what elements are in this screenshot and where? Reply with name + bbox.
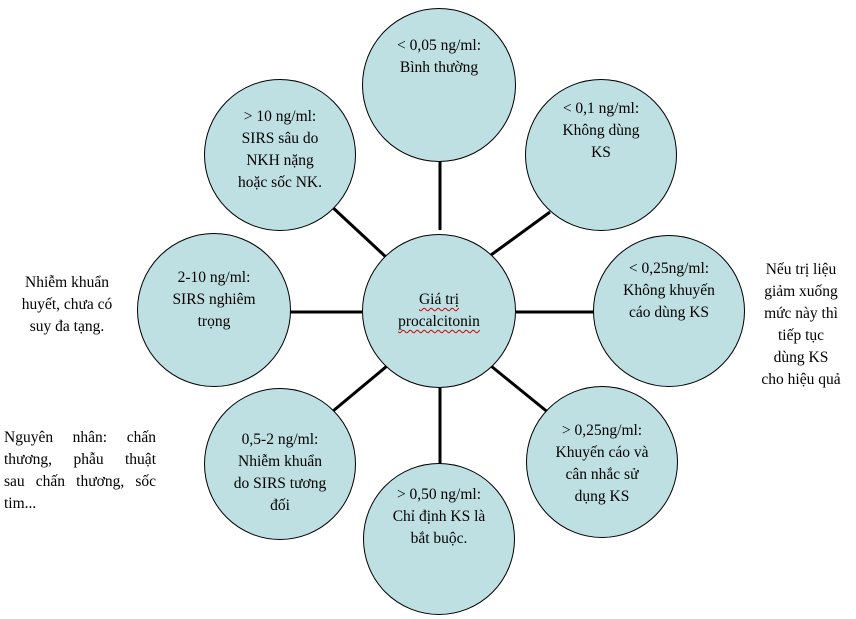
note-left-upper-line3: suy đa tạng. xyxy=(29,318,105,335)
connector-bottom-right xyxy=(490,364,556,420)
note-left-lower-line2: thương, phẫu thuật xyxy=(4,451,156,468)
center-label-line1: Giá trị xyxy=(418,291,460,308)
node-top-left-line4: hoặc sốc NK. xyxy=(238,174,322,191)
node-top-right-line3: KS xyxy=(591,144,611,161)
note-left-upper: Nhiễm khuẩn huyết, chưa có suy đa tạng. xyxy=(2,272,132,338)
node-top-left-line3: NKH nặng xyxy=(246,152,314,169)
node-right-line2: Không khuyến xyxy=(623,282,715,299)
note-left-upper-line1: Nhiễm khuẩn xyxy=(25,274,109,291)
center-label-line2: procalcitonin xyxy=(398,313,480,330)
node-right-line3: cáo dùng KS xyxy=(628,304,710,321)
note-left-lower: Nguyên nhân: chấn thương, phẫu thuật sau… xyxy=(4,427,156,515)
note-right: Nếu trị liệu giảm xuống mức này thì tiếp… xyxy=(748,259,854,391)
node-bottom-right-line4: dụng KS xyxy=(574,488,630,505)
node-top: < 0,05 ng/ml: Bình thường xyxy=(362,8,516,162)
note-left-lower-line3: sau chấn thương, sốc xyxy=(4,473,156,490)
node-top-right-line1: < 0,1 ng/ml: xyxy=(562,100,640,117)
note-right-line6: cho hiệu quả xyxy=(761,371,841,388)
node-top-right-line2: Không dùng xyxy=(562,122,640,139)
node-left-line1: 2-10 ng/ml: xyxy=(177,269,251,286)
node-top-left-line1: > 10 ng/ml: xyxy=(243,108,317,125)
node-bottom-left-line2: Nhiễm khuẩn xyxy=(238,453,322,470)
node-top-left: > 10 ng/ml: SIRS sâu do NKH nặng hoặc số… xyxy=(204,79,356,231)
node-left-line3: trọng xyxy=(197,313,231,330)
note-left-lower-line1: Nguyên nhân: chấn xyxy=(4,429,156,446)
node-bottom-right: > 0,25ng/ml: Khuyến cáo và cân nhắc sử d… xyxy=(526,386,678,538)
node-bottom-right-line2: Khuyến cáo và xyxy=(555,444,649,461)
note-left-lower-line4: tim... xyxy=(4,495,37,512)
note-right-line5: dùng KS xyxy=(773,349,829,366)
node-top-line1: < 0,05 ng/ml: xyxy=(396,37,482,54)
node-left: 2-10 ng/ml: SIRS nghiêm trọng xyxy=(137,233,291,387)
node-bottom-line2: Chỉ định KS là xyxy=(392,508,486,525)
node-bottom-line1: > 0,50 ng/ml: xyxy=(396,486,482,503)
node-bottom: > 0,50 ng/ml: Chỉ định KS là bắt buộc. xyxy=(363,463,515,615)
connector-bottom-left xyxy=(326,364,388,418)
note-left-upper-line2: huyết, chưa có xyxy=(21,296,113,313)
note-right-line3: mức này thì xyxy=(764,305,838,322)
node-bottom-left-line1: 0,5-2 ng/ml: xyxy=(241,431,319,448)
note-right-line4: tiếp tục xyxy=(777,327,825,344)
connector-top-right xyxy=(490,210,551,257)
center-circle: Giá trị procalcitonin xyxy=(362,234,516,388)
node-bottom-left-line4: đối xyxy=(270,497,290,514)
node-bottom-right-line3: cân nhắc sử xyxy=(565,466,639,483)
node-right-line1: < 0,25ng/ml: xyxy=(628,260,710,277)
node-top-left-line2: SIRS sâu do xyxy=(241,130,319,147)
node-left-line2: SIRS nghiêm xyxy=(172,291,256,308)
node-bottom-right-line1: > 0,25ng/ml: xyxy=(561,422,643,439)
note-right-line2: giảm xuống xyxy=(764,283,838,300)
node-top-right: < 0,1 ng/ml: Không dùng KS xyxy=(525,79,677,231)
connector-top-left xyxy=(328,203,389,260)
note-right-line1: Nếu trị liệu xyxy=(765,261,837,278)
node-right: < 0,25ng/ml: Không khuyến cáo dùng KS xyxy=(593,235,745,387)
node-bottom-left-line3: do SIRS tương xyxy=(233,475,327,492)
node-top-line2: Bình thường xyxy=(399,59,479,76)
node-bottom-line3: bắt buộc. xyxy=(410,530,468,547)
node-bottom-left: 0,5-2 ng/ml: Nhiễm khuẩn do SIRS tương đ… xyxy=(204,388,356,540)
